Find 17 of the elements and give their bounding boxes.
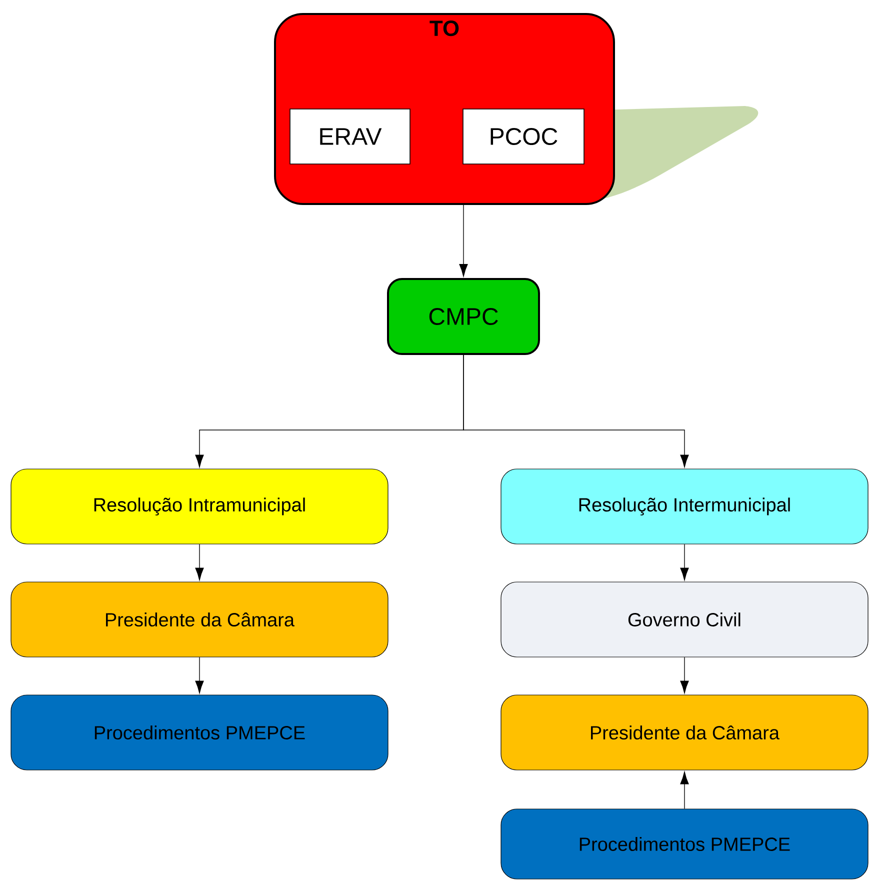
arrow bbox=[680, 544, 689, 580]
process-box: Procedimentos PMEPCE bbox=[10, 694, 388, 770]
arrow bbox=[463, 354, 689, 468]
process-box: Resolução Intramunicipal bbox=[10, 468, 388, 544]
process-box: Procedimentos PMEPCE bbox=[500, 808, 868, 880]
process-box: Presidente da Câmara bbox=[10, 582, 388, 658]
arrow bbox=[195, 656, 204, 694]
arrow bbox=[459, 204, 468, 277]
label-box: ERAV bbox=[290, 108, 410, 164]
process-box: Resolução Intermunicipal bbox=[500, 468, 868, 544]
process-box: Presidente da Câmara bbox=[500, 694, 868, 770]
arrow bbox=[680, 772, 689, 810]
process-box: Governo Civil bbox=[500, 582, 868, 658]
process-box: CMPC bbox=[387, 278, 540, 355]
arrow bbox=[680, 656, 689, 694]
arrow bbox=[195, 544, 204, 580]
label-box: PCOC bbox=[462, 108, 584, 164]
